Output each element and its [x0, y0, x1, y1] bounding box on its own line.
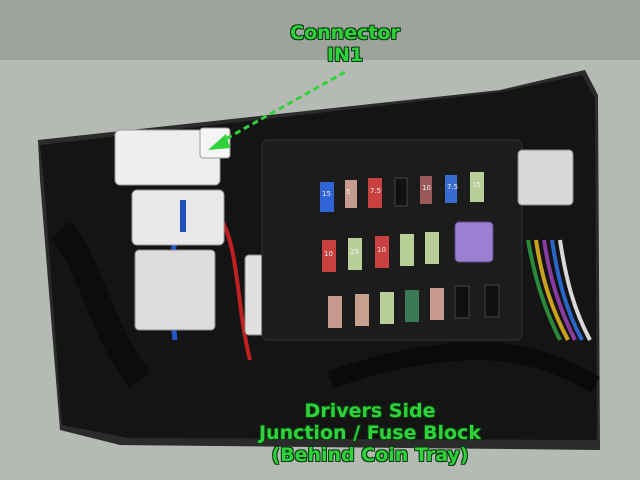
fuse-block-caption-line3: (Behind Coin Tray)	[271, 444, 469, 466]
connector-blue-stripe	[180, 200, 186, 232]
fuse-block-caption: Drivers Side Junction / Fuse Block (Behi…	[200, 400, 540, 466]
fuse-row-3	[328, 284, 500, 328]
connector-in1-tab	[199, 127, 231, 159]
fuse-block-caption-line1: Drivers Side	[304, 400, 436, 422]
connector-block-left	[134, 249, 216, 331]
wire-conduit	[326, 342, 600, 393]
fuse-row-2	[322, 221, 494, 272]
annotation-arrowhead	[208, 134, 230, 150]
connector-caption-line2: IN1	[326, 44, 364, 66]
fuse-block-caption-line2: Junction / Fuse Block	[258, 422, 482, 444]
wire-bundle-right	[526, 239, 592, 341]
fuse-row-1	[320, 172, 484, 212]
wire-harness-left	[50, 220, 151, 389]
connector-lower	[131, 189, 225, 246]
connector-caption: Connector IN1	[250, 22, 440, 66]
connector-right	[517, 149, 574, 206]
annotation-arrow	[214, 70, 346, 147]
connector-caption-line1: Connector	[290, 22, 400, 44]
panel-shadow-top	[0, 0, 640, 60]
